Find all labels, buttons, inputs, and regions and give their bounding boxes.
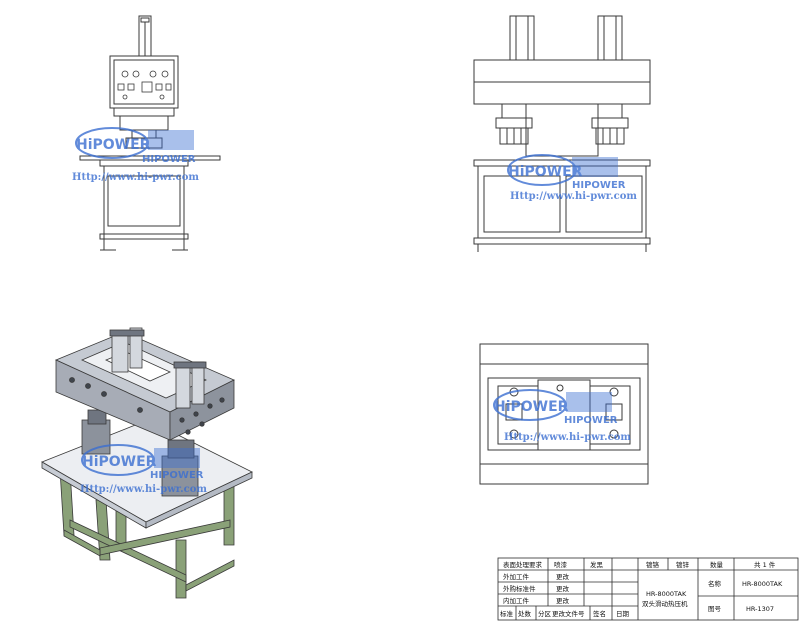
svg-text:HIPOWER: HIPOWER — [564, 415, 618, 426]
table-top — [41, 419, 253, 523]
watermark-iso: HiPOWER HIPOWER Http://www.hi-pwr.com — [80, 444, 207, 495]
tb-name-value: HR-8000TAK — [742, 580, 783, 588]
tb-blacken: 发黑 — [590, 560, 604, 569]
green-frame — [59, 469, 235, 599]
tb-drawing-label: 图号 — [708, 605, 722, 613]
top-view — [479, 343, 649, 485]
watermark-front: HiPOWER HIPOWER Http://www.hi-pwr.com — [72, 127, 199, 183]
control-knobs — [117, 70, 172, 100]
front-view — [79, 15, 221, 251]
svg-text:处数: 处数 — [518, 609, 532, 618]
watermark-top: HiPOWER HIPOWER Http://www.hi-pwr.com — [493, 389, 631, 443]
svg-text:更改文件号: 更改文件号 — [552, 609, 585, 618]
tb-qty-value: 共 1 件 — [754, 560, 776, 569]
tb-chrome: 镀铬 — [646, 560, 660, 569]
svg-text:更改: 更改 — [556, 572, 570, 581]
svg-text:更改: 更改 — [556, 584, 570, 593]
tb-paint: 喷漆 — [554, 560, 568, 569]
svg-text:HiPOWER: HiPOWER — [82, 454, 157, 470]
svg-text:分区: 分区 — [538, 609, 552, 618]
tb-name-label: 名称 — [708, 579, 722, 588]
isometric-view — [41, 327, 253, 599]
svg-text:Http://www.hi-pwr.com: Http://www.hi-pwr.com — [80, 484, 207, 495]
svg-text:HiPOWER: HiPOWER — [508, 164, 583, 180]
svg-text:HiPOWER: HiPOWER — [76, 137, 151, 153]
side-view — [473, 15, 651, 252]
tb-product-name: 双头滑动热压机 — [642, 599, 688, 608]
tb-zinc: 镀锌 — [676, 560, 690, 569]
svg-text:日期: 日期 — [616, 610, 630, 618]
tb-inhouse: 内加工件 — [503, 596, 530, 605]
svg-text:HIPOWER: HIPOWER — [150, 470, 204, 481]
svg-text:HIPOWER: HIPOWER — [572, 180, 626, 191]
svg-text:Http://www.hi-pwr.com: Http://www.hi-pwr.com — [72, 172, 199, 183]
svg-text:更改: 更改 — [556, 596, 570, 605]
title-block: 表面处理要求 喷漆 发黑 镀铬 镀锌 数量 共 1 件 外加工件 更改 外购标准… — [497, 557, 799, 621]
tb-purchased: 外购标准件 — [503, 584, 536, 593]
svg-text:Http://www.hi-pwr.com: Http://www.hi-pwr.com — [510, 191, 637, 202]
tb-outsourced: 外加工件 — [503, 572, 530, 581]
mounting-holes — [505, 384, 623, 439]
tb-model: HR-8000TAK — [646, 590, 687, 598]
svg-text:标准: 标准 — [500, 609, 514, 618]
svg-text:Http://www.hi-pwr.com: Http://www.hi-pwr.com — [504, 432, 631, 443]
svg-text:签名: 签名 — [593, 609, 606, 618]
tb-qty-label: 数量 — [710, 560, 724, 569]
tb-drawing-value: HR-1307 — [746, 605, 774, 613]
svg-text:HIPOWER: HIPOWER — [142, 154, 196, 165]
tb-surface-label: 表面处理要求 — [503, 560, 543, 569]
watermark-side: HiPOWER HIPOWER Http://www.hi-pwr.com — [507, 154, 637, 202]
svg-text:HiPOWER: HiPOWER — [494, 399, 569, 415]
